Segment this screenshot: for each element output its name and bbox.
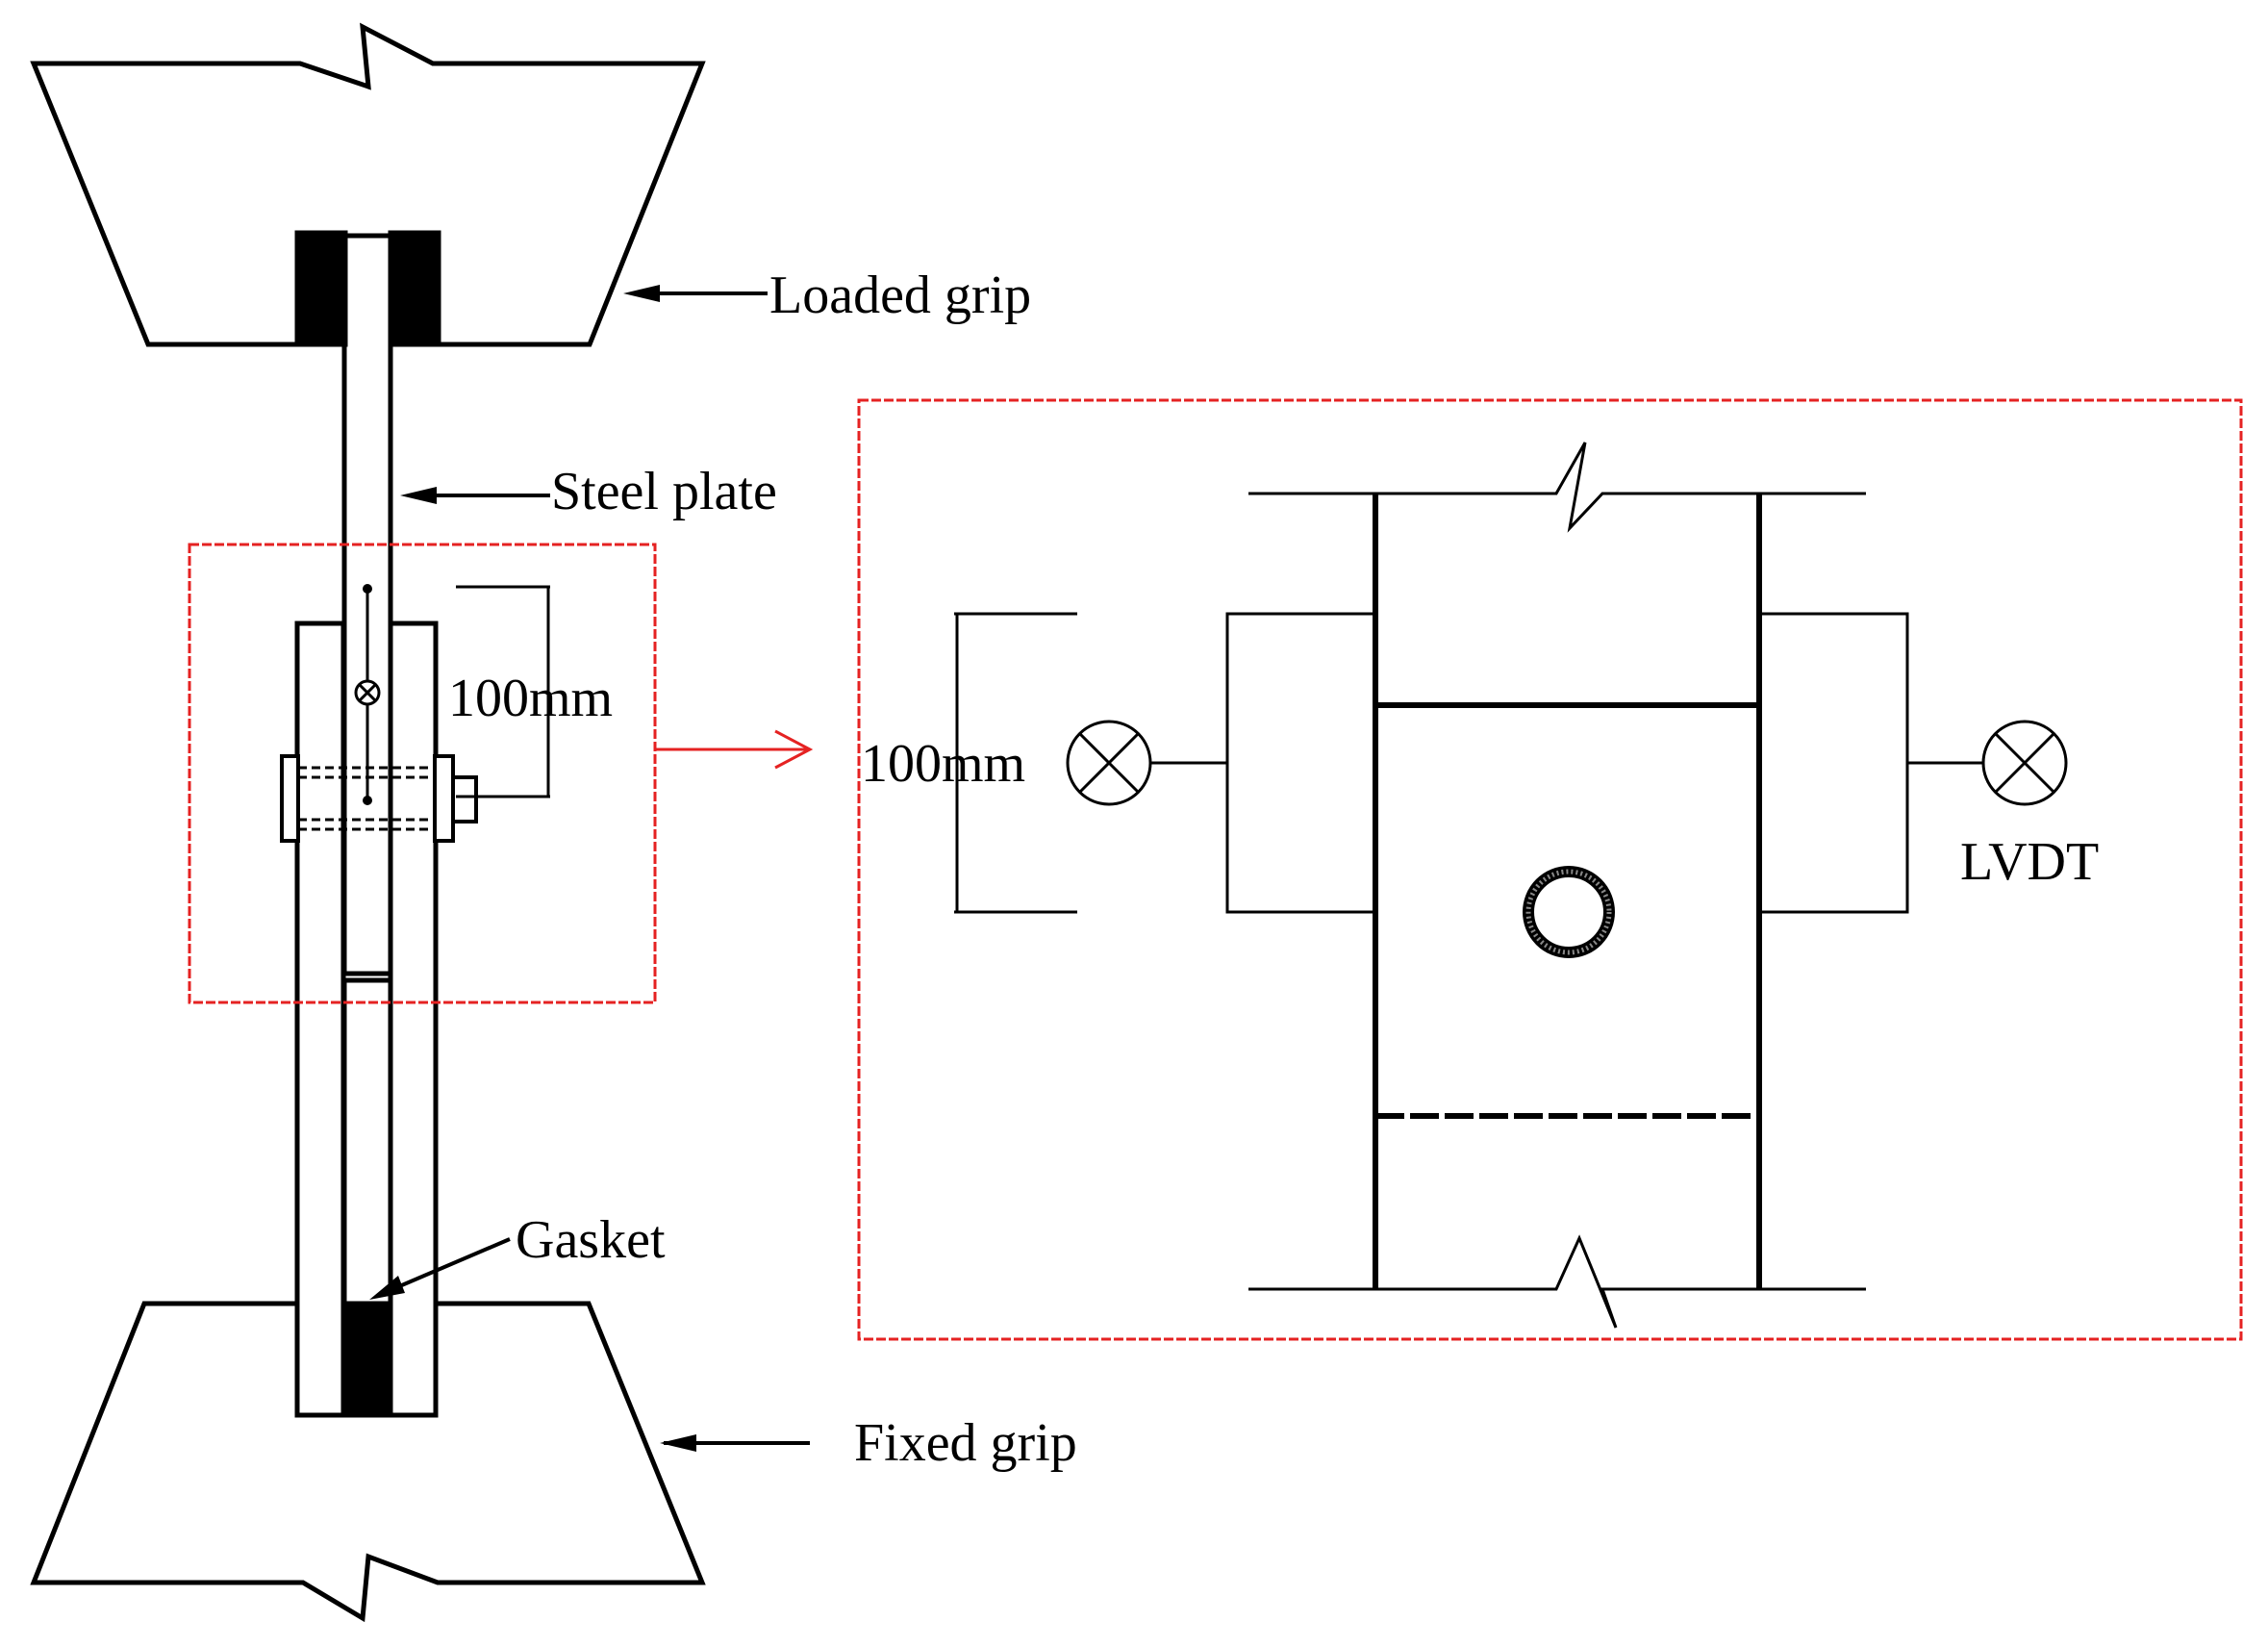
detail-bottom-break-line	[1248, 1234, 1866, 1329]
leader-arrows	[369, 285, 810, 1452]
detail-frame	[857, 398, 2243, 1341]
outer-plate-left	[294, 621, 346, 1418]
steel-plate-arrowhead	[400, 487, 437, 504]
bolt-nut	[433, 754, 455, 843]
bolt-nut-tip	[451, 775, 478, 824]
zoom-box	[188, 543, 657, 1004]
gasket-arrowhead	[369, 1276, 405, 1300]
bolt-head	[280, 754, 300, 843]
fixed-grip-label: Fixed grip	[854, 1413, 1077, 1473]
zoom-arrow-head	[774, 729, 814, 770]
gasket-label: Gasket	[516, 1210, 666, 1270]
dimension-label-left: 100mm	[448, 669, 613, 728]
lvdt-right-icon	[1981, 720, 2068, 806]
lvdt-bracket-left	[1225, 612, 1375, 914]
steel-plate-label: Steel plate	[551, 462, 777, 521]
fixed-grip-shape	[30, 1301, 706, 1623]
lvdt-left-icon	[1066, 720, 1152, 806]
small-lvdt-icon	[354, 679, 381, 706]
loaded-grip-label: Loaded grip	[769, 266, 1031, 325]
dimension-bracket-left	[456, 585, 550, 798]
dimension-label-detail: 100mm	[861, 734, 1025, 794]
zoom-indicator	[188, 543, 814, 1004]
bolt-hole	[1523, 866, 1615, 958]
overall-setup	[30, 22, 706, 1623]
detail-top-break-line	[1248, 442, 1866, 533]
dimension-bracket-detail	[954, 612, 1077, 914]
outer-plate-right	[388, 621, 439, 1418]
upper-grip-block-right	[388, 230, 441, 347]
lvdt-label: LVDT	[1960, 832, 2099, 892]
fixed-grip-arrowhead	[660, 1434, 696, 1452]
upper-grip-block-left	[294, 230, 348, 347]
lvdt-bracket-right	[1759, 612, 1909, 914]
gasket-block	[341, 1301, 393, 1418]
gauge-pin-bottom	[363, 796, 372, 805]
detail-view	[954, 442, 2068, 1329]
loaded-grip-arrowhead	[623, 285, 660, 302]
gauge-pin-top	[363, 584, 372, 594]
